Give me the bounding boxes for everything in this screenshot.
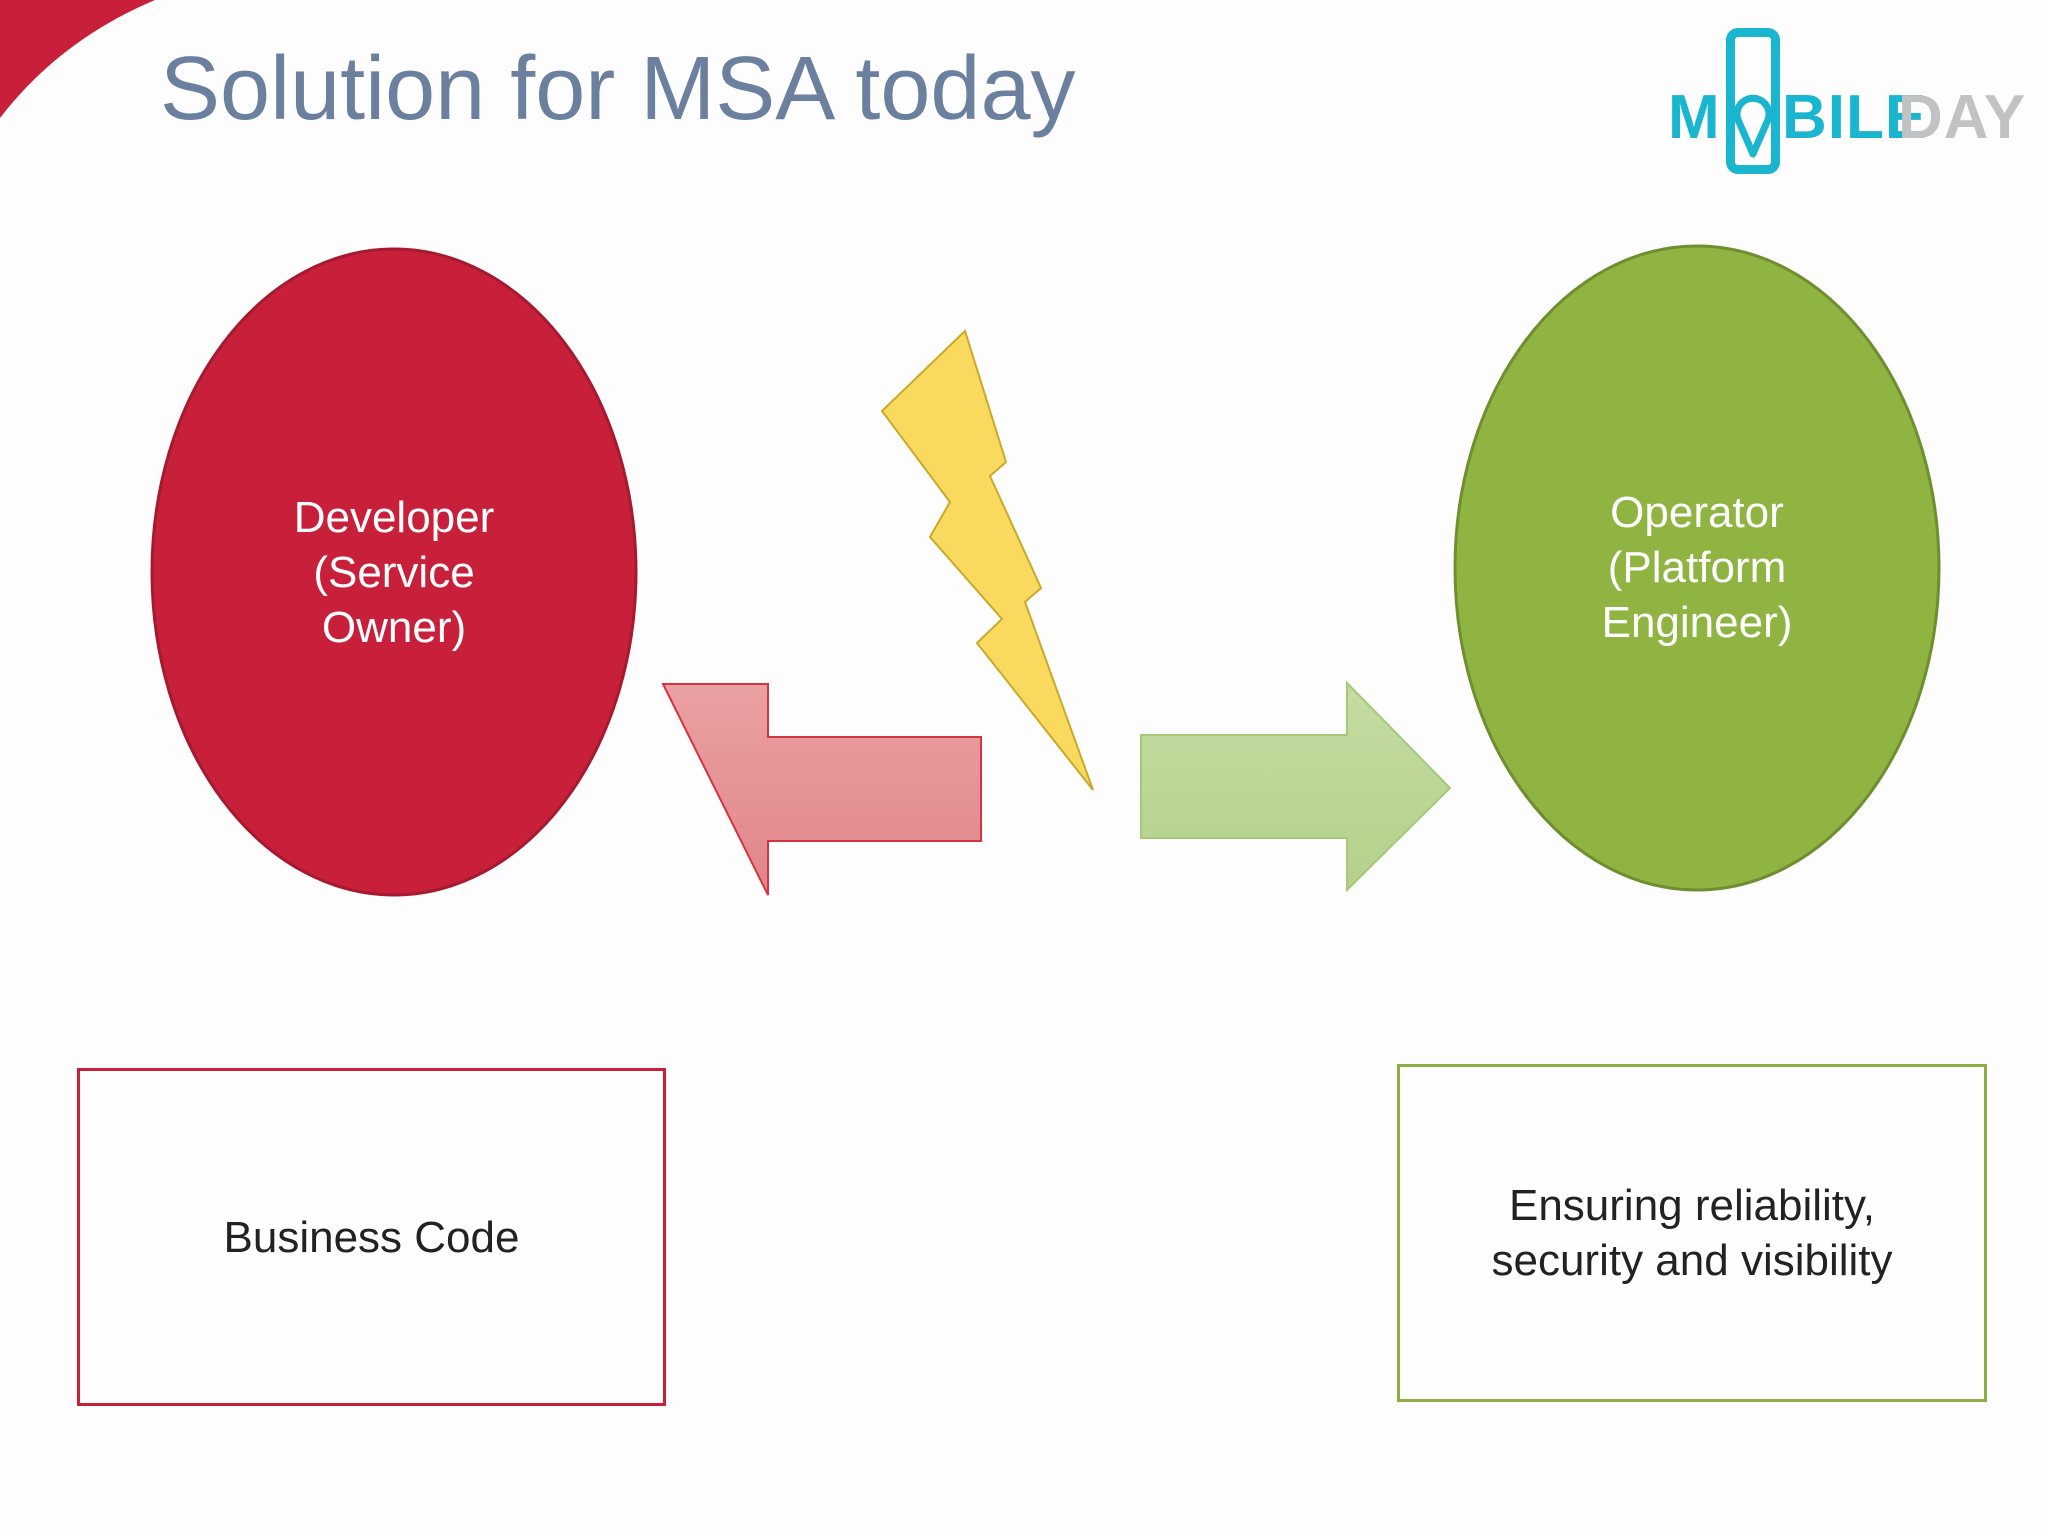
- right-arrow: [1140, 680, 1452, 893]
- mobileday-logo: M BILE DAY: [1660, 20, 2030, 190]
- phone-icon: [1726, 28, 1780, 174]
- slide-title: Solution for MSA today: [160, 39, 1076, 139]
- operator-responsibilities-box: Ensuring reliability, security and visib…: [1397, 1064, 1987, 1402]
- developer-label: Developer (Service Owner): [293, 493, 495, 652]
- operator-label: Operator (Platform Engineer): [1601, 488, 1793, 647]
- logo-letter-m: M: [1668, 83, 1721, 152]
- developer-ellipse: [150, 247, 638, 897]
- business-code-box: Business Code: [77, 1068, 666, 1406]
- logo-text-day: DAY: [1898, 83, 2027, 152]
- logo-text-bile: BILE: [1782, 83, 1928, 152]
- lightning-bolt-icon: [880, 329, 1094, 791]
- operator-ellipse: [1453, 244, 1941, 892]
- left-arrow: [661, 683, 982, 896]
- location-pin-icon: [1735, 94, 1771, 158]
- corner-accent: [0, 0, 155, 118]
